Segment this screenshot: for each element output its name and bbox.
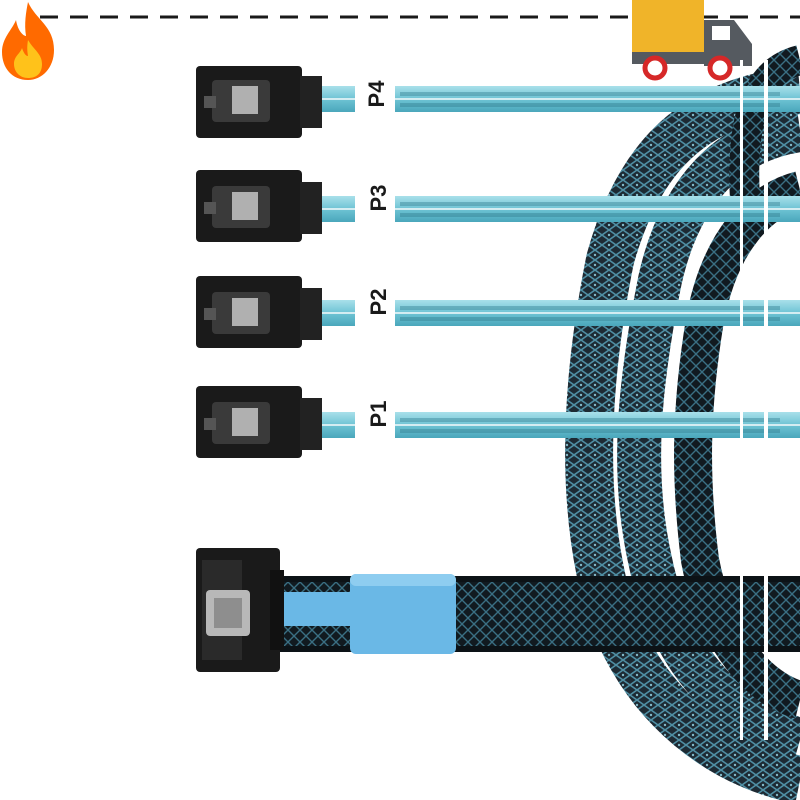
sata-connector [196,386,322,458]
delivery-truck-icon [632,0,752,81]
sata-connector [196,170,322,242]
port-label-p2: P2 [366,289,391,316]
main-braided-cable [260,574,800,654]
seam-line [740,60,743,740]
sff-connector [196,548,284,672]
sata-cable-p3 [196,170,800,242]
seam-line [764,60,768,740]
sata-cable-p4 [196,62,800,138]
sata-cable-p1 [196,380,800,458]
sata-connector [196,66,322,138]
port-label-p3: P3 [366,185,391,212]
sata-cable-p2 [196,270,800,348]
port-label-p1: P1 [366,401,391,428]
sata-connector [196,276,322,348]
port-label-p4: P4 [364,80,389,108]
fire-icon [2,2,54,80]
blue-sleeve [350,574,456,654]
